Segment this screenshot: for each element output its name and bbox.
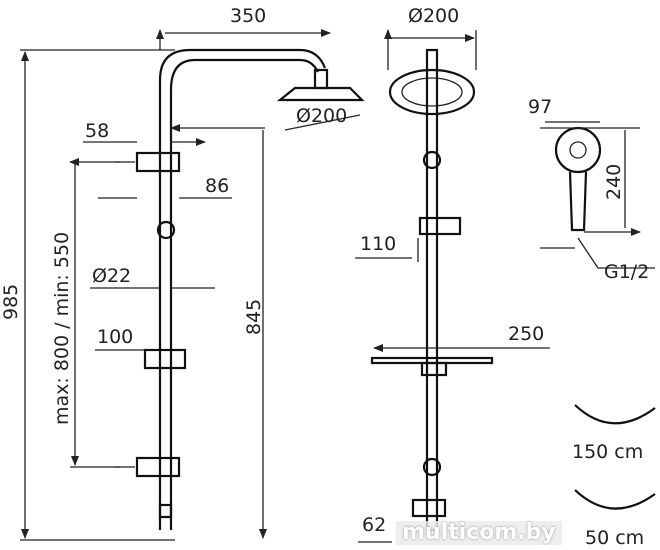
dim-58: 58 — [85, 120, 109, 142]
side-shower-head — [276, 86, 365, 102]
dim-bracket-spacing: max: 800 / min: 550 — [51, 232, 73, 425]
dim-86: 86 — [205, 175, 229, 197]
slider — [418, 216, 462, 236]
dim-350: 350 — [230, 5, 266, 27]
dim-pipe: Ø22 — [92, 265, 131, 287]
dim-110: 110 — [360, 233, 396, 255]
front-shower-head — [388, 68, 476, 116]
dim-head-front: Ø200 — [408, 5, 459, 27]
dim-985: 985 — [0, 284, 22, 320]
upper-bracket — [135, 151, 181, 173]
dim-240: 240 — [603, 164, 625, 200]
hose-150-label: 150 cm — [572, 441, 643, 463]
hand-shower — [540, 121, 655, 269]
dim-845: 845 — [243, 299, 265, 335]
dim-97: 97 — [528, 96, 552, 118]
hose-50-label: 50 cm — [585, 527, 644, 549]
diverter-valve — [411, 498, 447, 518]
dim-62: 62 — [362, 514, 386, 536]
dim-100: 100 — [97, 326, 133, 348]
lower-bracket — [135, 456, 181, 478]
dim-thread: G1/2 — [604, 261, 649, 283]
dim-head-side: Ø200 — [296, 105, 347, 127]
dim-250: 250 — [508, 323, 544, 345]
watermark: multicom.by — [396, 521, 562, 545]
hose-150-icon — [574, 404, 656, 425]
front-view-column — [370, 48, 494, 532]
hose-50-icon — [574, 489, 656, 510]
hand-holder — [143, 348, 187, 370]
